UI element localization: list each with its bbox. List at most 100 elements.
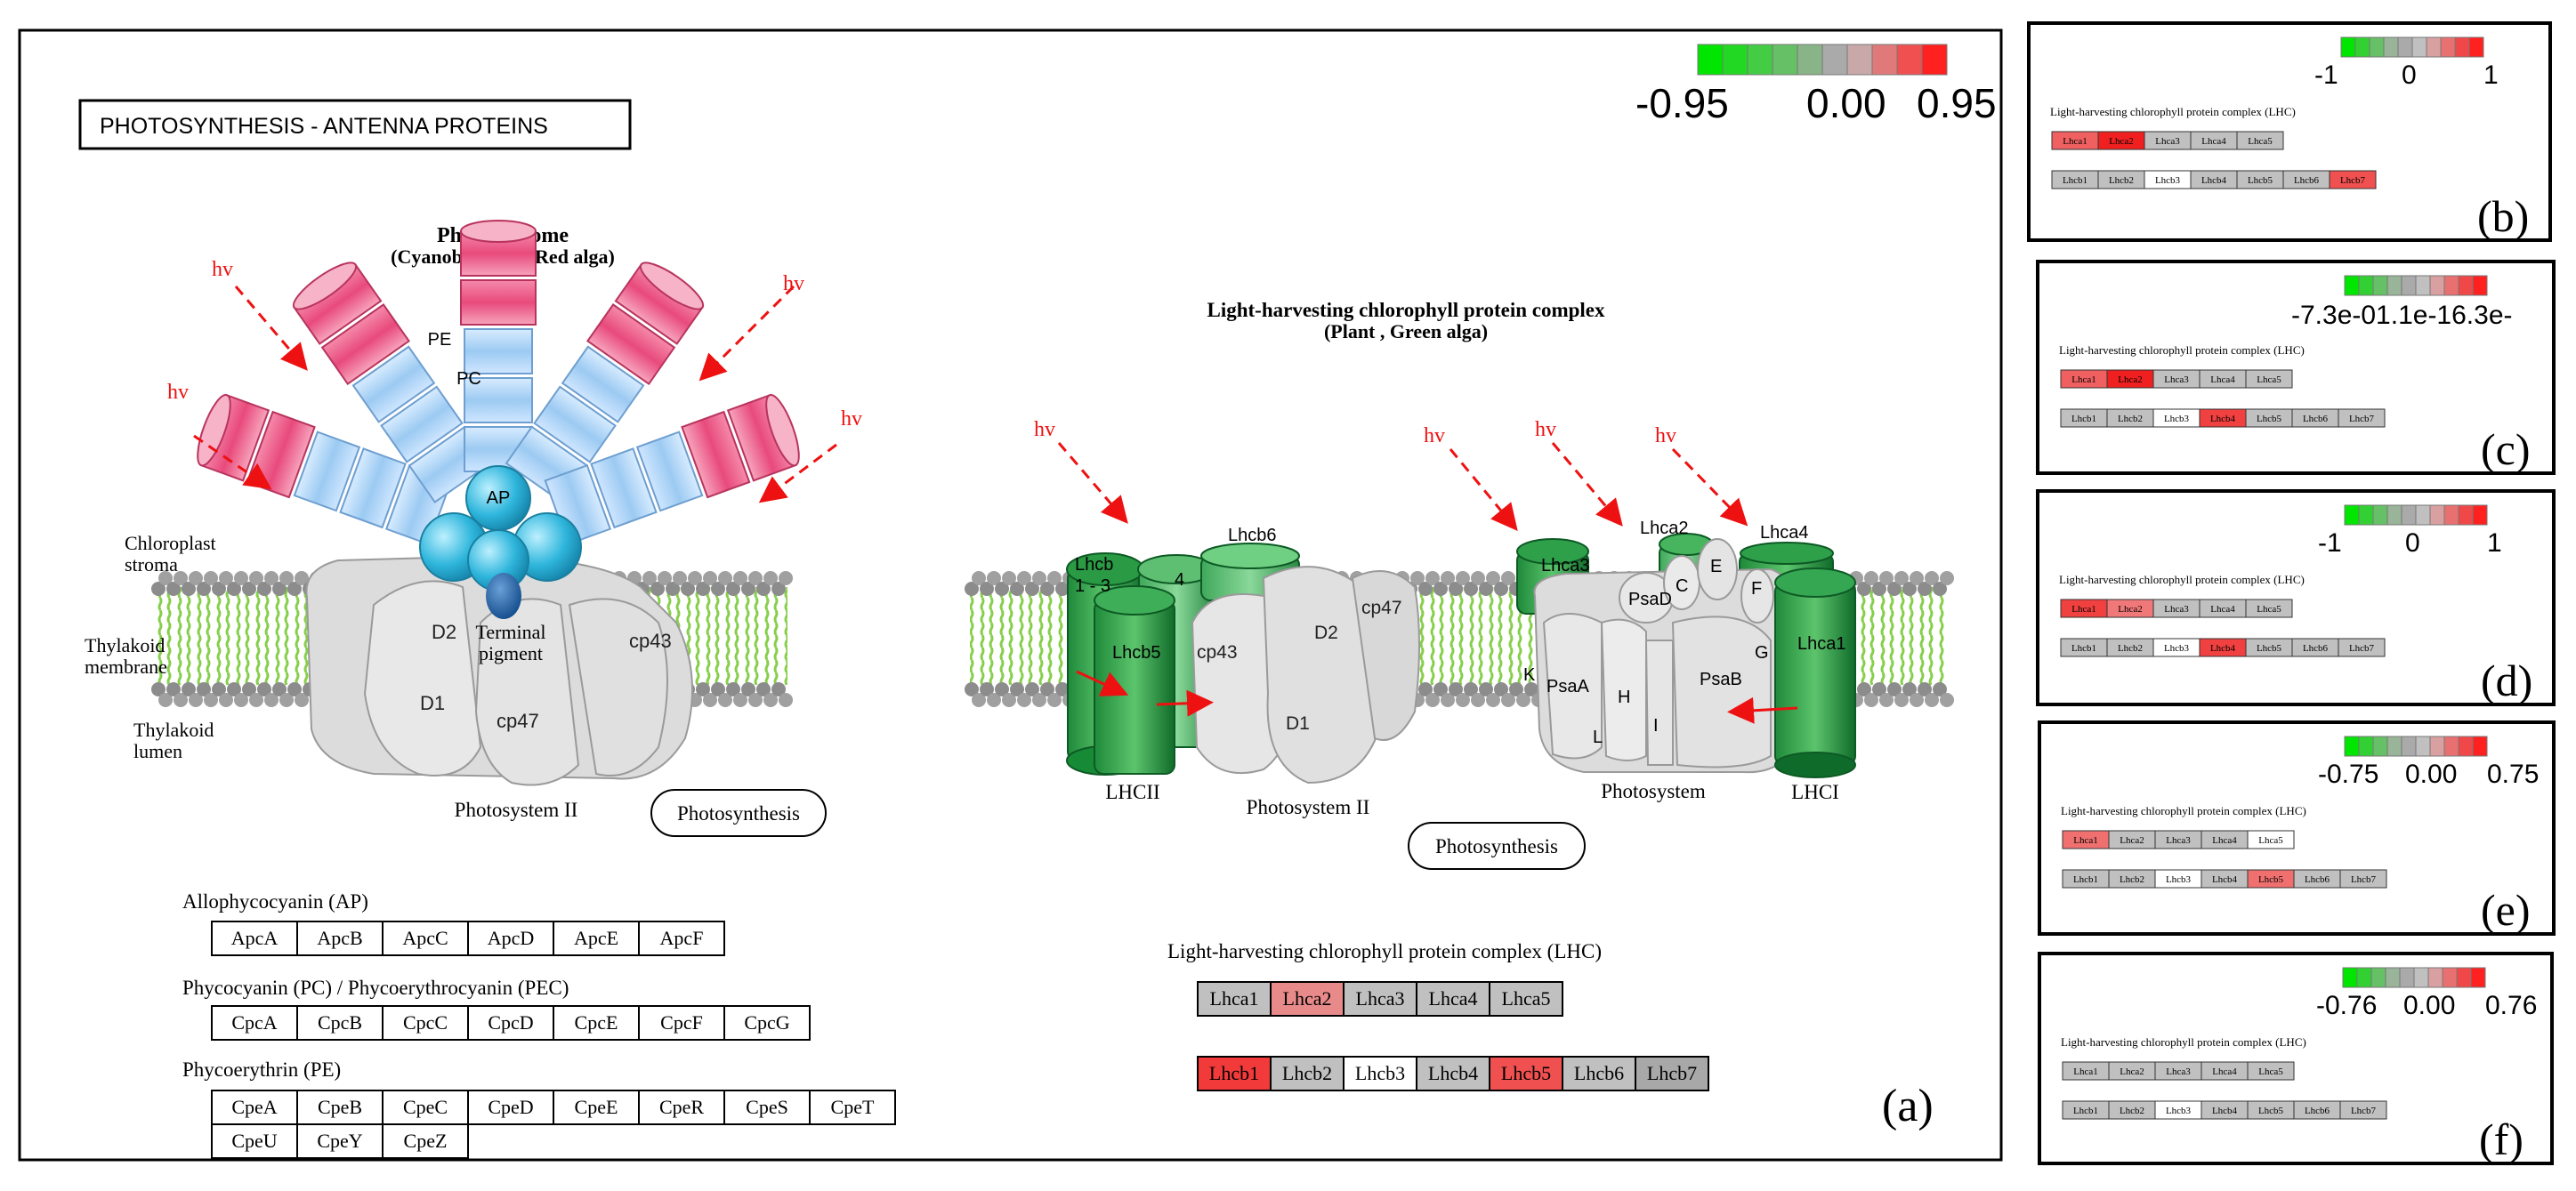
gene-cell[interactable] xyxy=(296,1090,384,1125)
lipid-head xyxy=(748,693,763,707)
lipid-head xyxy=(1047,571,1062,585)
gene-cell[interactable] xyxy=(1635,1056,1709,1091)
gene-cell[interactable] xyxy=(2329,170,2377,189)
gene-cell[interactable] xyxy=(2338,408,2386,428)
gene-cell[interactable] xyxy=(1416,981,1490,1017)
lhca3-label: Lhca3 xyxy=(1541,556,1590,575)
gene-cell[interactable] xyxy=(638,1090,725,1125)
gene-cell[interactable] xyxy=(723,1090,811,1125)
gene-cell[interactable] xyxy=(553,921,640,956)
lhc-gene-table: Light-harvesting chlorophyll protein com… xyxy=(1167,940,1709,1091)
gene-cell[interactable] xyxy=(2339,869,2387,889)
gene-cell[interactable] xyxy=(2236,131,2284,150)
lipid-head xyxy=(249,571,263,585)
gene-cell-label: CpeB xyxy=(318,1096,362,1118)
lipid-head xyxy=(151,582,166,596)
gene-cell[interactable] xyxy=(296,1005,384,1041)
gene-cell-label: Lhca3 xyxy=(1356,987,1405,1010)
gene-cell[interactable] xyxy=(638,921,725,956)
gene-cell[interactable] xyxy=(809,1090,896,1125)
gene-cell[interactable] xyxy=(2247,830,2295,849)
gene-cell[interactable] xyxy=(296,921,384,956)
gene-cell[interactable] xyxy=(2247,1061,2295,1081)
lipid-head xyxy=(1501,571,1515,585)
scale-swatch xyxy=(2429,736,2445,757)
gene-cell[interactable] xyxy=(1489,1056,1563,1091)
gene-cell[interactable] xyxy=(2245,369,2293,389)
lipid-head xyxy=(234,693,248,707)
lipid-head xyxy=(650,582,665,596)
gene-cell[interactable] xyxy=(553,1090,640,1125)
lhcb13-label-2: 1 - 3 xyxy=(1075,576,1110,596)
gene-cell[interactable] xyxy=(1416,1056,1490,1091)
lipid-head xyxy=(1925,571,1939,585)
scale-swatch xyxy=(2372,504,2388,526)
gene-cell-label: CpeT xyxy=(831,1096,875,1118)
gene-cell-label: Lhcb1 xyxy=(2073,874,2098,885)
gene-cell[interactable] xyxy=(1489,981,1563,1017)
lipid-head xyxy=(182,682,196,696)
gene-cell[interactable] xyxy=(553,1005,640,1041)
gene-cell-label: CpeY xyxy=(317,1130,362,1152)
gene-cell[interactable] xyxy=(1343,981,1417,1017)
gene-cell[interactable] xyxy=(2338,638,2386,657)
k-label: K xyxy=(1523,665,1536,685)
scale-swatch xyxy=(2358,504,2374,526)
gene-cell-label: Lhcb3 xyxy=(2164,643,2190,654)
gene-cell[interactable] xyxy=(467,1005,554,1041)
gene-cell-label: Lhca3 xyxy=(2164,604,2189,615)
rod-cap xyxy=(292,262,358,310)
gene-cell[interactable] xyxy=(211,921,298,956)
photosynthesis-link-right[interactable] xyxy=(1408,822,1586,870)
gene-cell-label: Lhcb7 xyxy=(2351,1106,2377,1116)
gene-cell[interactable] xyxy=(211,1090,298,1125)
gene-cell[interactable] xyxy=(467,1090,554,1125)
scale-swatch xyxy=(2401,275,2417,296)
lipid-head xyxy=(1486,693,1500,707)
lipid-head xyxy=(965,582,979,596)
hv-label: hv xyxy=(1034,418,1055,441)
lipid-head xyxy=(1418,582,1433,596)
lipid-head xyxy=(718,693,732,707)
scale-max-label: 0.76 xyxy=(2485,991,2537,1020)
gene-cell-label: Lhcb4 xyxy=(2210,643,2236,654)
stroma-label-1: Chloroplast xyxy=(125,532,216,554)
gene-cell[interactable] xyxy=(2339,1100,2387,1120)
lipid-head xyxy=(219,693,233,707)
gene-cell[interactable] xyxy=(1343,1056,1417,1091)
lipid-head xyxy=(1940,693,1954,707)
scale-swatch xyxy=(2386,504,2402,526)
lipid-head xyxy=(1879,693,1894,707)
scale-swatch xyxy=(2454,36,2470,58)
lipid-head xyxy=(1879,571,1894,585)
gene-cell-label: Lhca5 xyxy=(2258,1066,2283,1077)
gene-cell[interactable] xyxy=(2245,599,2293,618)
lipid-head xyxy=(1441,571,1455,585)
gene-cell-label: ApcE xyxy=(574,927,618,949)
panel-label: (c) xyxy=(2481,424,2531,474)
ap-label: AP xyxy=(487,488,511,508)
gene-cell[interactable] xyxy=(382,1005,469,1041)
scale-swatch xyxy=(2440,36,2456,58)
photosynthesis-link-left[interactable] xyxy=(650,789,827,837)
gene-cell[interactable] xyxy=(723,1005,811,1041)
gene-cell[interactable] xyxy=(1562,1056,1636,1091)
lhc-title: Light-harvesting chlorophyll protein com… xyxy=(1207,299,1605,321)
gene-cell[interactable] xyxy=(638,1005,725,1041)
gene-cell-label: Lhcb2 xyxy=(2118,643,2143,654)
lipid-head xyxy=(227,582,241,596)
stroma-label-2: stroma xyxy=(125,553,178,575)
gene-cell-label: Lhcb2 xyxy=(2120,1106,2144,1116)
gene-cell-label: Lhca4 xyxy=(2210,374,2235,385)
lipid-head xyxy=(987,693,1001,707)
scale-min-label: -1 xyxy=(2314,60,2338,90)
lumen-label-2: lumen xyxy=(133,740,182,762)
lhc-title: Light-harvesting chlorophyll protein com… xyxy=(2059,343,2305,357)
lipid-head xyxy=(748,571,763,585)
scale-max-label: 0.95 xyxy=(1917,80,1997,126)
pathway-title-box xyxy=(78,99,632,150)
terminal-pigment-label-1: Terminal xyxy=(475,621,545,643)
gene-cell[interactable] xyxy=(382,1123,469,1159)
lipid-head xyxy=(1940,571,1954,585)
